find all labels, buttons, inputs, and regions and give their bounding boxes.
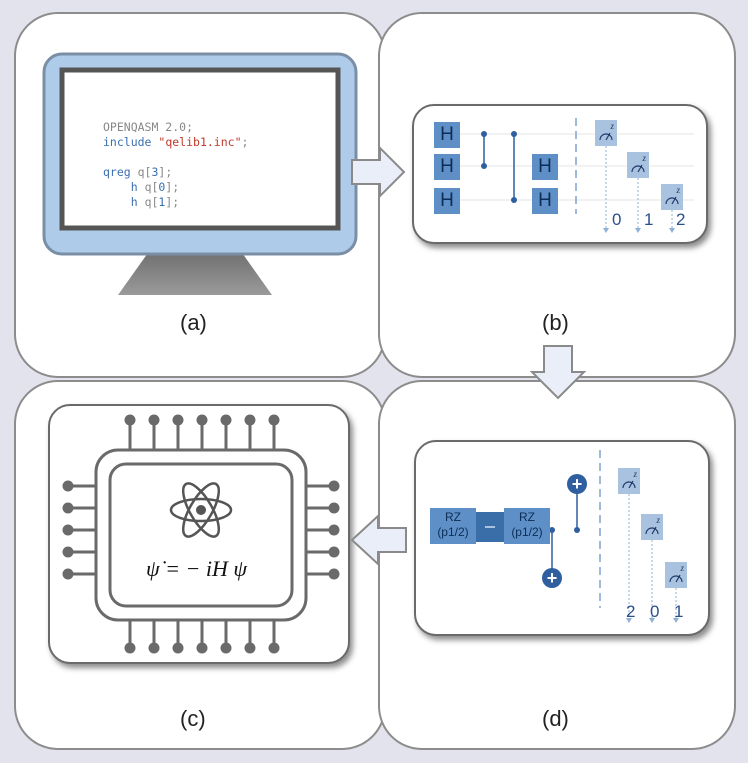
qasm-code: OPENQASM 2.0; include "qelib1.inc"; qreg…	[103, 105, 248, 210]
measure-basis-label: z	[633, 469, 637, 479]
measure-gate-d-0: z	[618, 468, 640, 494]
circuit-card-d: RZ (p1/2) RZ (p1/2) + + z z z 2 0 1	[414, 440, 710, 636]
measure-gate-d-2: z	[665, 562, 687, 588]
caption-c: (c)	[180, 706, 206, 731]
measure-basis-label: z	[642, 153, 646, 163]
arrow-left-icon	[350, 514, 407, 566]
h-gate-q2: H	[434, 188, 460, 214]
h-gate-q0: H	[434, 122, 460, 148]
classical-bit-label-d-0: 2	[626, 602, 636, 621]
cnot-target-top: +	[567, 474, 587, 494]
code-keyword-h: h	[130, 180, 138, 194]
atom-icon	[169, 482, 233, 538]
code-text: ];	[158, 165, 173, 179]
measure-basis-label: z	[676, 185, 680, 195]
h-gate-q1-second: H	[532, 154, 558, 180]
code-text: ];	[165, 180, 180, 194]
measure-gate-q2: z	[661, 184, 683, 210]
code-keyword-qreg: qreg	[103, 165, 131, 179]
classical-bit-label-d-1: 0	[650, 602, 660, 621]
classical-bit-label-1: 1	[644, 210, 654, 229]
circuit-b-wires	[434, 118, 694, 233]
code-string-qelib: "qelib1.inc"	[158, 135, 242, 149]
rz-gate-param: (p1/2)	[511, 525, 543, 539]
schrodinger-equation: ψ̇ = − iH ψ	[146, 556, 248, 581]
code-number: 3	[151, 165, 159, 179]
measure-gate-q0: z	[595, 120, 617, 146]
measure-basis-label: z	[610, 121, 614, 131]
rz-gate-left: RZ (p1/2)	[430, 508, 476, 544]
code-line-1: OPENQASM 2.0;	[103, 120, 194, 134]
rz-gate-name: RZ	[445, 510, 461, 524]
cnot-target-bottom: +	[542, 568, 562, 588]
code-keyword-include: include	[103, 135, 152, 149]
circuit-card-b: H H H H H z z z 0 1 2	[412, 104, 708, 244]
code-number: 0	[158, 180, 166, 194]
rz-gate-connector	[476, 512, 504, 542]
monitor-screen	[59, 67, 341, 231]
arrow-down-icon	[530, 345, 586, 400]
caption-b: (b)	[542, 310, 569, 335]
caption-a: (a)	[180, 310, 207, 335]
classical-bit-label-2: 2	[676, 210, 686, 229]
chip-icon	[62, 414, 340, 654]
code-text: q[	[137, 195, 159, 209]
classical-bit-label-d-2: 1	[674, 602, 684, 621]
circuit-d-wires	[549, 450, 679, 623]
measure-basis-label: z	[656, 515, 660, 525]
monitor-icon	[42, 52, 358, 295]
rz-gate-right: RZ (p1/2)	[504, 508, 550, 544]
code-semicolon: ;	[241, 135, 249, 149]
h-gate-q2-second: H	[532, 188, 558, 214]
h-gate-q1: H	[434, 154, 460, 180]
measure-gate-q1: z	[627, 152, 649, 178]
code-text: ];	[165, 195, 180, 209]
rz-gate-name: RZ	[519, 510, 535, 524]
code-keyword-h: h	[130, 195, 138, 209]
code-text: q[	[130, 165, 152, 179]
code-number: 1	[158, 195, 166, 209]
rz-gate-param: (p1/2)	[437, 525, 469, 539]
chip-card: ψ̇ = − iH ψ	[48, 404, 350, 664]
classical-bit-label-0: 0	[612, 210, 622, 229]
caption-d: (d)	[542, 706, 569, 731]
monitor-stand	[118, 250, 272, 295]
measure-gate-d-1: z	[641, 514, 663, 540]
code-text: q[	[137, 180, 159, 194]
arrow-right-icon	[351, 146, 406, 198]
measure-basis-label: z	[680, 563, 684, 573]
